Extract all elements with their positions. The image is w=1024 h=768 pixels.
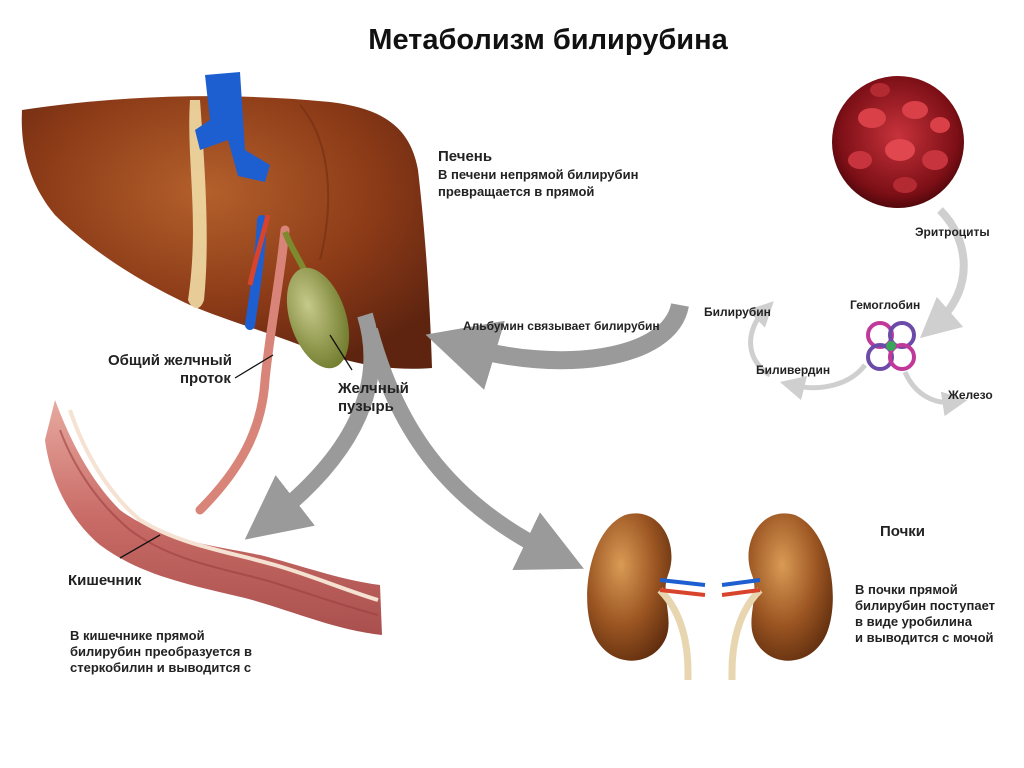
arrow-albumin-to-liver — [425, 302, 689, 390]
iron-label: Железо — [948, 388, 993, 402]
kidney-text-line2: билирубин поступает — [855, 598, 996, 613]
arrow-hemoglobin-to-biliverdin — [779, 363, 867, 401]
hemoglobin-illustration — [866, 321, 916, 371]
pointer-intestine — [119, 534, 161, 559]
erythrocytes-label: Эритроциты — [915, 225, 990, 239]
kidney-text-line3: в виде уробилина — [855, 614, 972, 629]
intestine-label: Кишечник — [68, 572, 142, 589]
flow-arrows — [244, 302, 689, 571]
bile-duct-label-line1: Общий желчный — [108, 352, 232, 369]
arrow-erythrocytes-to-hemoglobin — [919, 207, 968, 339]
bile-duct-illustration — [195, 225, 290, 515]
artery-illustration — [247, 214, 271, 286]
hemoglobin-label: Гемоглобин — [850, 298, 921, 312]
albumin-label: Альбумин связывает билирубин — [463, 319, 660, 333]
small-arrows — [747, 207, 968, 417]
intestine-text-line2: билирубин преобразуется в — [70, 644, 252, 659]
gallbladder-label-line2: пузырь — [338, 398, 394, 415]
arrow-liver-to-kidneys — [362, 327, 584, 571]
biliverdin-label: Биливердин — [756, 363, 831, 377]
arrow-hemoglobin-to-iron — [902, 370, 968, 417]
intestine-illustration — [45, 400, 382, 635]
bilirubin-label: Билирубин — [704, 305, 771, 319]
pointer-bile-duct — [234, 354, 274, 379]
erythrocytes-illustration — [832, 76, 964, 208]
arrow-biliverdin-to-bilirubin — [747, 301, 774, 378]
intestine-text-line1: В кишечнике прямой — [70, 628, 205, 643]
liver-heading: Печень — [438, 148, 493, 165]
gallbladder-label-line1: Желчный — [338, 380, 409, 397]
pointer-gallbladder — [329, 334, 353, 371]
gallbladder-illustration — [286, 267, 350, 369]
liver-text-line2: превращается в прямой — [438, 184, 595, 199]
kidneys-illustration — [587, 513, 833, 681]
intestine-text-line3: стеркобилин и выводится с — [70, 660, 252, 675]
bile-duct-label-line2: проток — [180, 370, 231, 387]
kidney-text-line1: В почки прямой — [855, 582, 958, 597]
page-title: Метаболизм билирубина — [368, 24, 728, 56]
kidneys-heading: Почки — [880, 523, 926, 540]
liver-text-line1: В печени непрямой билирубин — [438, 167, 639, 182]
kidney-text-line4: и выводится с мочой — [855, 630, 994, 645]
